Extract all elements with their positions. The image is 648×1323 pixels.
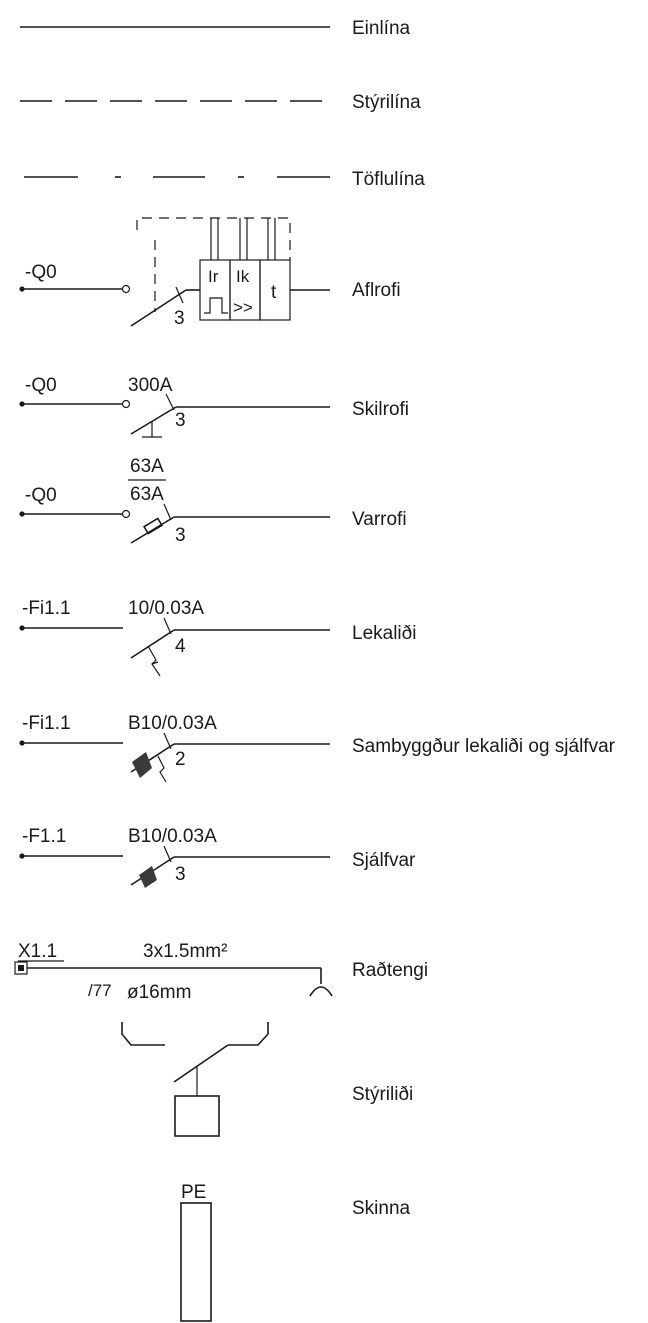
rating-sambyggdur: B10/0.03A <box>128 713 217 734</box>
row-styrilina: Stýrilína <box>20 92 421 113</box>
label-skinna: Skinna <box>352 1198 411 1219</box>
mcb-thermal-block <box>139 866 157 888</box>
rcbo-thermal-block <box>132 752 152 778</box>
contactor-coil <box>174 1095 220 1137</box>
label-radtengi: Raðtengi <box>352 960 428 981</box>
contact-circle <box>121 509 131 519</box>
fuse-switch-blade <box>130 516 175 544</box>
poles-skilrofi: 3 <box>175 410 186 431</box>
rcd-trip-symbol <box>147 645 161 677</box>
conduit-mark: /77 <box>88 981 112 1000</box>
breaker-blade <box>130 289 187 327</box>
poles-aflrofi: 3 <box>174 308 185 329</box>
poles-varrofi: 3 <box>175 525 186 546</box>
contactor-blade <box>173 1044 229 1083</box>
label-styrilidi: Stýriliði <box>352 1084 413 1105</box>
control-bracket <box>136 217 291 260</box>
rcd-blade <box>130 629 175 659</box>
relay-ik-label: Ik <box>236 267 250 286</box>
label-styrilina: Stýrilína <box>352 92 421 113</box>
label-sjalfvar: Sjálfvar <box>352 850 416 871</box>
tag-skinna: PE <box>181 1182 206 1203</box>
row-einlina: Einlína <box>20 18 411 39</box>
rating-bottom-varrofi: 63A <box>130 484 164 505</box>
tag-aflrofi: -Q0 <box>25 262 57 283</box>
disconnector-blade <box>130 406 177 435</box>
label-skilrofi: Skilrofi <box>352 399 409 420</box>
conduit-size: ø16mm <box>127 982 191 1003</box>
socket-symbol <box>309 986 333 997</box>
tag-varrofi: -Q0 <box>25 485 57 506</box>
tag-sjalfvar: -F1.1 <box>22 826 66 847</box>
contactor-bracket-left <box>121 1022 165 1046</box>
rcbo-trip-symbol <box>157 755 167 783</box>
label-aflrofi: Aflrofi <box>352 280 401 301</box>
row-skilrofi: -Q0 300A 3 Skilrofi <box>19 375 409 438</box>
contact-circle <box>121 399 131 409</box>
tag-radtengi: X1.1 <box>18 941 57 962</box>
row-styrilidi: Stýriliði <box>121 1022 413 1137</box>
pulse-icon <box>204 297 228 314</box>
relay-ir-label: Ir <box>208 267 219 286</box>
rating-sjalfvar: B10/0.03A <box>128 826 217 847</box>
rating-lekalidi: 10/0.03A <box>128 598 204 619</box>
cable-spec: 3x1.5mm² <box>143 941 227 962</box>
label-lekalidi: Lekaliði <box>352 623 416 644</box>
row-sambyggdur: -Fi1.1 B10/0.03A 2 Sambyggður lekaliði o… <box>19 713 616 783</box>
tag-lekalidi: -Fi1.1 <box>22 598 71 619</box>
row-aflrofi: -Q0 3 Ir Ik >> t Aflrofi <box>19 217 401 329</box>
row-lekalidi: -Fi1.1 10/0.03A 4 Lekaliði <box>19 598 416 677</box>
fuse-element <box>142 517 164 535</box>
label-toflulina: Töflulína <box>352 169 425 190</box>
row-toflulina: Töflulína <box>24 169 425 190</box>
label-varrofi: Varrofi <box>352 509 407 530</box>
row-skinna: PE Skinna <box>180 1182 411 1322</box>
busbar <box>180 1202 212 1322</box>
rating-skilrofi: 300A <box>128 375 173 396</box>
contact-circle <box>121 284 131 294</box>
relay-t-label: t <box>271 282 277 303</box>
row-radtengi: X1.1 3x1.5mm² /77 ø16mm Raðtengi <box>14 941 428 1003</box>
poles-sjalfvar: 3 <box>175 864 186 885</box>
tag-sambyggdur: -Fi1.1 <box>22 713 71 734</box>
poles-lekalidi: 4 <box>175 636 186 657</box>
tag-skilrofi: -Q0 <box>25 375 57 396</box>
label-einlina: Einlína <box>352 18 411 39</box>
row-varrofi: 63A 63A -Q0 3 Varrofi <box>19 456 407 546</box>
poles-sambyggdur: 2 <box>175 749 186 770</box>
rating-top-varrofi: 63A <box>130 456 164 477</box>
relay-ik-symbol: >> <box>233 298 253 317</box>
label-sambyggdur: Sambyggður lekaliði og sjálfvar <box>352 736 616 757</box>
row-sjalfvar: -F1.1 B10/0.03A 3 Sjálfvar <box>19 826 416 888</box>
contactor-bracket-right <box>228 1022 269 1046</box>
